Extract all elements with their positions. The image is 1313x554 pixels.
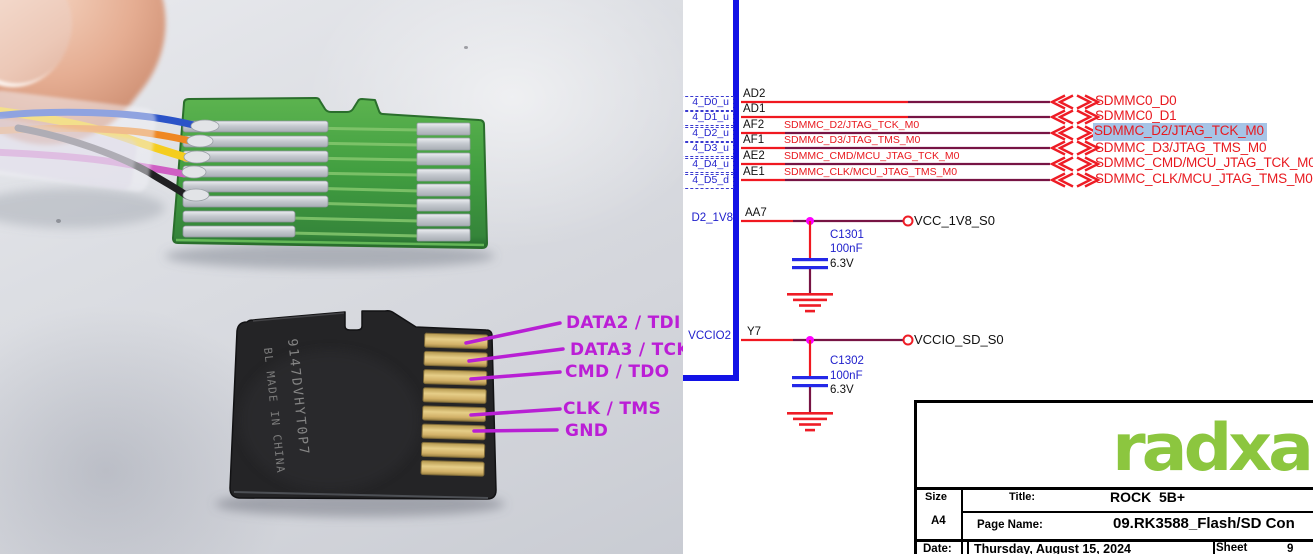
divider bbox=[961, 511, 1313, 513]
size-value: A4 bbox=[931, 515, 946, 527]
divider bbox=[1213, 539, 1215, 554]
vcc-1v8-branch bbox=[741, 215, 914, 313]
component-border-bottom bbox=[683, 375, 739, 381]
dust-speck bbox=[464, 46, 468, 49]
tape-wrap bbox=[0, 90, 157, 192]
pin-number: AA7 bbox=[745, 207, 767, 219]
offpage-net-label: SDMMC_CMD/MCU_JTAG_TCK_M0 bbox=[1095, 155, 1313, 170]
date-value: Thursday, August 15, 2024 bbox=[974, 542, 1131, 554]
pin-net-name: SDMMC_D3/JTAG_TMS_M0 bbox=[784, 134, 921, 146]
title-label: Title: bbox=[1009, 491, 1036, 503]
divider bbox=[917, 539, 1313, 542]
card-top-highlight bbox=[252, 312, 345, 322]
title-value: ROCK 5B+ bbox=[1110, 489, 1186, 505]
bus-net-label: 4_D2_u bbox=[683, 127, 734, 142]
annotation-label-data2-tdi: DATA2 / TDI bbox=[566, 313, 681, 333]
divider bbox=[917, 487, 1313, 490]
radxa-logo: radxa bbox=[1112, 410, 1313, 487]
pin-net-name: SDMMC_D2/JTAG_TCK_M0 bbox=[784, 119, 920, 131]
bus-net-label: 4_D1_u bbox=[683, 111, 734, 126]
photo-illustration bbox=[0, 90, 565, 517]
solder-joints bbox=[181, 119, 220, 202]
pin-net-name: SDMMC_CLK/MCU_JTAG_TMS_M0 bbox=[784, 166, 958, 178]
page-name-label: Page Name: bbox=[977, 519, 1043, 531]
title-block: radxa Size A4 Title: ROCK 5B+ Page Name:… bbox=[914, 400, 1313, 554]
annotation-label-cmd-tdo: CMD / TDO bbox=[565, 362, 670, 382]
capacitor-ref: C1301 bbox=[830, 229, 864, 241]
pcb-edge-highlight bbox=[175, 238, 485, 247]
pcb-shadow bbox=[165, 243, 495, 269]
pin-number: AD1 bbox=[743, 103, 766, 115]
annotation-lines bbox=[464, 321, 565, 433]
card-gold-pins bbox=[420, 332, 489, 477]
capacitor-value: 100nF bbox=[830, 370, 863, 382]
offpage-net-label: SDMMC_D3/JTAG_TMS_M0 bbox=[1095, 140, 1267, 155]
pin-net-name: SDMMC_CMD/MCU_JTAG_TCK_M0 bbox=[784, 150, 960, 162]
capacitor-plate bbox=[792, 258, 828, 262]
capacitor-ref: C1302 bbox=[830, 355, 864, 367]
card-sheen bbox=[240, 350, 420, 490]
offpage-net-label: SDMMC_CLK/MCU_JTAG_TMS_M0 bbox=[1095, 171, 1313, 186]
pin-number: AD2 bbox=[743, 88, 766, 100]
power-net-label: VCCIO_SD_S0 bbox=[914, 332, 1004, 347]
bus-net-label: 4_D0_u bbox=[683, 96, 734, 111]
divider bbox=[967, 539, 969, 554]
power-port-circle bbox=[902, 215, 914, 227]
ground-symbol bbox=[787, 412, 833, 432]
pin-number: AF1 bbox=[743, 134, 765, 146]
offpage-net-label: SDMMC0_D0 bbox=[1095, 93, 1177, 108]
ground-symbol bbox=[787, 293, 833, 313]
annotation-label-data3-tck: DATA3 / TCK bbox=[570, 340, 683, 360]
power-port-circle bbox=[902, 334, 914, 346]
component-border-vertical bbox=[733, 0, 739, 379]
bus-net-label: 4_D3_u bbox=[683, 142, 734, 157]
annotation-label-clk-tms: CLK / TMS bbox=[563, 399, 661, 419]
capacitor-plate bbox=[792, 384, 828, 388]
pcb-contact-pads bbox=[416, 122, 471, 242]
pin-wires bbox=[741, 100, 1050, 182]
solder-pad-rows bbox=[182, 120, 329, 238]
page-name-value: 09.RK3588_Flash/SD Con bbox=[1113, 515, 1295, 532]
pin-number: AE1 bbox=[743, 166, 765, 178]
offpage-net-label-selected[interactable]: SDMMC_D2/JTAG_TCK_M0 bbox=[1093, 123, 1267, 141]
pin-number: AF2 bbox=[743, 119, 765, 131]
bus-net-label: 4_D4_u bbox=[683, 158, 734, 173]
schematic-panel: 4_D0_u 4_D1_u 4_D2_u 4_D3_u 4_D4_u 4_D5_… bbox=[683, 0, 1313, 554]
vccio-sd-branch bbox=[741, 334, 914, 432]
capacitor-voltage: 6.3V bbox=[830, 384, 854, 396]
sheet-value: 9 bbox=[1287, 543, 1294, 554]
pin-number: Y7 bbox=[747, 326, 762, 338]
pin-net-name: D2_1V8 bbox=[691, 212, 733, 224]
size-label: Size bbox=[925, 491, 948, 503]
date-label: Date: bbox=[923, 543, 952, 554]
sheet-label: Sheet bbox=[1216, 542, 1248, 554]
capacitor-value: 100nF bbox=[830, 243, 863, 255]
pin-net-name: VCCIO2 bbox=[688, 330, 731, 342]
card-bottom-highlight bbox=[233, 491, 489, 499]
schematic-graphics bbox=[683, 0, 1101, 432]
divider bbox=[961, 487, 963, 554]
offpage-net-label: SDMMC0_D1 bbox=[1095, 108, 1177, 123]
capacitor-plate bbox=[792, 376, 828, 380]
bus-net-label: 4_D5_d bbox=[683, 174, 734, 189]
wire-shadow bbox=[0, 188, 165, 228]
capacitor-plate bbox=[792, 266, 828, 270]
annotation-label-gnd: GND bbox=[565, 421, 609, 441]
power-net-label: VCC_1V8_S0 bbox=[914, 213, 995, 228]
photo-panel: 9147DVHYT0P7 BL MADE IN CHINA DATA2 / TD… bbox=[0, 0, 683, 554]
capacitor-voltage: 6.3V bbox=[830, 258, 854, 270]
pin-number: AE2 bbox=[743, 150, 765, 162]
offpage-chevrons bbox=[1049, 94, 1101, 188]
